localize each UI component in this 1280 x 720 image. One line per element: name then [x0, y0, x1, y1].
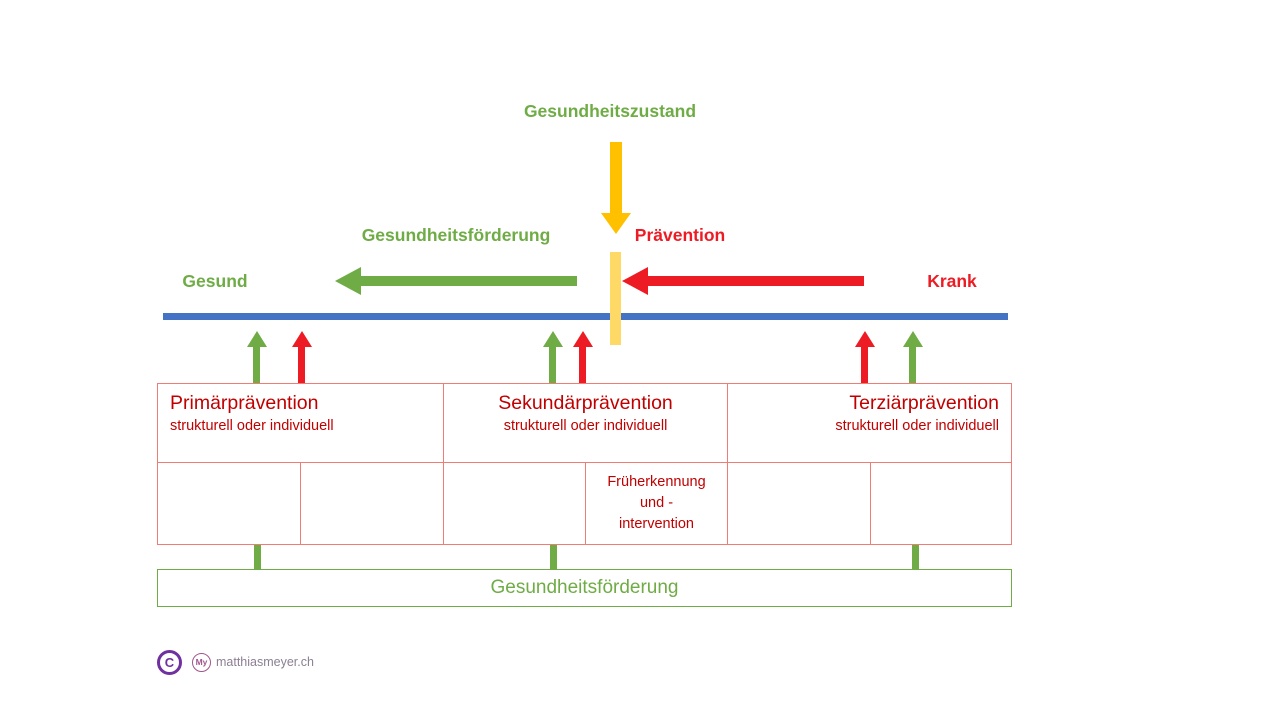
up-arrow-green-secondary-icon	[543, 331, 563, 383]
healthy-label: Gesund	[182, 271, 248, 291]
website-credit: matthiasmeyer.ch	[216, 655, 314, 669]
promotion-connector-left	[254, 545, 261, 570]
health-promotion-box-label: Gesundheitsförderung	[490, 577, 679, 598]
primary-prevention-cell: Primärprävention strukturell oder indivi…	[158, 384, 444, 462]
up-arrow-green-primary-icon	[247, 331, 267, 383]
up-arrow-green-tertiary-icon	[903, 331, 923, 383]
tertiary-prevention-cell: Terziärprävention strukturell oder indiv…	[728, 384, 1011, 462]
sub-cell-3	[444, 463, 586, 544]
promotion-label: Gesundheitsförderung	[361, 225, 551, 245]
prevention-table-sub-row: Früherkennung und - intervention	[158, 463, 1011, 544]
prevention-table: Primärprävention strukturell oder indivi…	[157, 383, 1012, 545]
down-arrow-shaft	[610, 142, 622, 214]
prevention-label: Prävention	[634, 225, 726, 245]
prevention-arrow-shaft	[647, 276, 864, 286]
promotion-arrow-head-icon	[335, 267, 361, 295]
promotion-connector-right	[912, 545, 919, 570]
up-arrow-red-primary-icon	[292, 331, 312, 383]
health-promotion-box: Gesundheitsförderung	[157, 569, 1012, 607]
tertiary-prevention-title: Terziärprävention	[849, 392, 999, 414]
down-arrow-icon	[601, 213, 631, 234]
tertiary-prevention-subtitle: strukturell oder individuell	[835, 418, 999, 434]
copyright-icon: C	[157, 650, 182, 675]
primary-prevention-title: Primärprävention	[170, 392, 319, 414]
matthiasmeyer-logo-icon: My	[192, 653, 211, 672]
sub-cell-6	[871, 463, 1011, 544]
prevention-arrow-head-icon	[622, 267, 648, 295]
promotion-connector-middle	[550, 545, 557, 570]
sick-label: Krank	[927, 271, 977, 291]
primary-prevention-subtitle: strukturell oder individuell	[170, 418, 334, 434]
up-arrow-red-tertiary-icon	[855, 331, 875, 383]
up-arrow-red-secondary-icon	[573, 331, 593, 383]
promotion-arrow-shaft	[360, 276, 577, 286]
secondary-prevention-subtitle: strukturell oder individuell	[503, 418, 668, 434]
health-status-label: Gesundheitszustand	[523, 101, 697, 121]
sub-cell-1	[158, 463, 301, 544]
secondary-prevention-cell: Sekundärprävention strukturell oder indi…	[444, 384, 728, 462]
health-axis-line	[163, 313, 1008, 320]
prevention-table-header-row: Primärprävention strukturell oder indivi…	[158, 384, 1011, 463]
early-detection-cell: Früherkennung und - intervention	[586, 463, 728, 544]
secondary-prevention-title: Sekundärprävention	[498, 392, 673, 414]
prevention-threshold-bar	[610, 252, 621, 345]
sub-cell-5	[728, 463, 871, 544]
sub-cell-2	[301, 463, 444, 544]
